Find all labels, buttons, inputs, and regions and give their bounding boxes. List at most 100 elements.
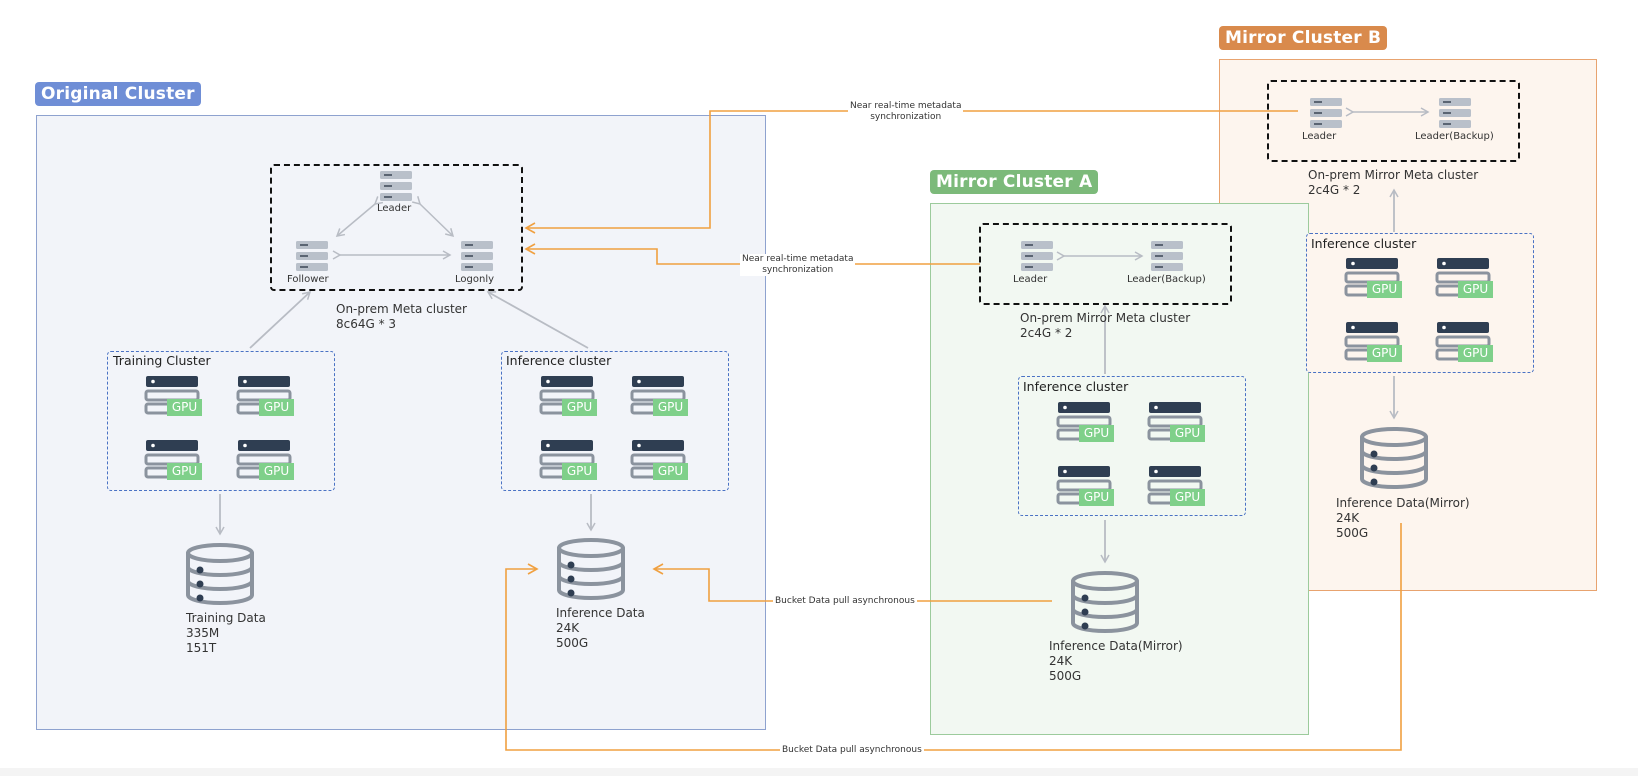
follower-server-icon — [294, 240, 330, 272]
mirror-b-data-label: Inference Data(Mirror) 24K 500G — [1336, 496, 1470, 541]
mirror-b-inference-cluster-box — [1306, 233, 1534, 373]
mirror-a-leader-server-icon — [1019, 240, 1055, 272]
gpu-tag: GPU — [1458, 345, 1493, 362]
training-data-database-icon — [184, 543, 256, 607]
mirror-b-meta-caption-text: On-prem Mirror Meta cluster — [1308, 168, 1479, 182]
original-meta-cluster-box — [270, 164, 523, 291]
mirror-b-data-count: 24K — [1336, 511, 1360, 525]
mirror-b-backup-server-icon — [1437, 97, 1473, 129]
training-gpu-server-2: GPU — [233, 375, 297, 419]
gpu-tag: GPU — [167, 463, 202, 480]
mirror-a-meta-cluster-box — [979, 223, 1232, 305]
mirror-cluster-b-title: Mirror Cluster B — [1219, 26, 1388, 50]
original-cluster-title: Original Cluster — [35, 82, 201, 106]
leader-server-icon — [378, 170, 414, 202]
mirror-b-leader-label: Leader — [1302, 131, 1337, 142]
inference-gpu-server-1: GPU — [536, 375, 600, 419]
arrow-leader-follower — [335, 196, 384, 237]
sync-label-mirror-b: Near real-time metadata synchronization — [848, 101, 964, 123]
inference-gpu-server-4: GPU — [627, 439, 691, 483]
mirror-b-meta-spec: 2c4G * 2 — [1308, 183, 1361, 197]
mirror-a-data-title: Inference Data(Mirror) — [1049, 639, 1183, 653]
mirror-a-gpu-server-1: GPU — [1053, 401, 1117, 445]
mirror-b-meta-cluster-box — [1267, 80, 1520, 162]
mirror-a-inference-cluster-box — [1018, 376, 1246, 516]
mirror-a-gpu-server-2: GPU — [1144, 401, 1208, 445]
training-cluster-title: Training Cluster — [113, 353, 211, 368]
inference-gpu-server-3: GPU — [536, 439, 600, 483]
gpu-tag: GPU — [1079, 425, 1114, 442]
original-meta-spec: 8c64G * 3 — [336, 317, 397, 331]
mirror-b-data-database-icon — [1358, 427, 1430, 491]
inference-data-label: Inference Data 24K 500G — [556, 606, 645, 651]
mirror-a-inference-cluster-title: Inference cluster — [1023, 379, 1129, 394]
pull-label-mirror-b: Bucket Data pull asynchronous — [780, 745, 924, 756]
original-follower-label: Follower — [287, 274, 329, 285]
mirror-a-meta-caption-text: On-prem Mirror Meta cluster — [1020, 311, 1191, 325]
gpu-tag: GPU — [167, 399, 202, 416]
sync-line-mirror-b — [524, 110, 1298, 234]
gpu-tag: GPU — [562, 463, 597, 480]
mirror-a-backup-label: Leader(Backup) — [1127, 274, 1206, 285]
mirror-b-data-title: Inference Data(Mirror) — [1336, 496, 1470, 510]
sync-label-mirror-b-line1: Near real-time metadata — [850, 101, 962, 111]
mirror-b-gpu-server-2: GPU — [1432, 257, 1496, 301]
sync-label-mirror-a-line1: Near real-time metadata — [742, 254, 854, 264]
gpu-tag: GPU — [562, 399, 597, 416]
mirror-a-data-database-icon — [1069, 571, 1141, 635]
logonly-server-icon — [459, 240, 495, 272]
original-inference-cluster-title: Inference cluster — [506, 353, 612, 368]
gpu-tag: GPU — [653, 463, 688, 480]
mirror-cluster-a-title: Mirror Cluster A — [930, 170, 1099, 194]
original-leader-label: Leader — [377, 203, 412, 214]
mirror-a-gpu-server-4: GPU — [1144, 465, 1208, 509]
arrow-inference-to-meta — [486, 291, 589, 349]
gpu-tag: GPU — [1458, 281, 1493, 298]
mirror-b-leader-server-icon — [1308, 97, 1344, 129]
sync-label-mirror-b-line2: synchronization — [870, 112, 942, 122]
mirror-b-gpu-server-3: GPU — [1341, 321, 1405, 365]
arrow-training-to-meta — [249, 290, 312, 349]
gpu-tag: GPU — [1079, 489, 1114, 506]
mirror-a-backup-server-icon — [1149, 240, 1185, 272]
training-data-count: 335M — [186, 626, 220, 640]
gpu-tag: GPU — [259, 399, 294, 416]
bottom-edge — [0, 768, 1638, 776]
inference-data-size: 500G — [556, 636, 589, 650]
original-cluster-panel — [36, 115, 766, 730]
training-data-label: Training Data 335M 151T — [186, 611, 266, 656]
sync-label-mirror-a-line2: synchronization — [762, 265, 834, 275]
mirror-b-inference-cluster-title: Inference cluster — [1311, 236, 1417, 251]
gpu-tag: GPU — [259, 463, 294, 480]
pull-label-mirror-a: Bucket Data pull asynchronous — [773, 596, 917, 607]
mirror-b-backup-label: Leader(Backup) — [1415, 131, 1494, 142]
gpu-tag: GPU — [1367, 281, 1402, 298]
gpu-tag: GPU — [1170, 425, 1205, 442]
inference-gpu-server-2: GPU — [627, 375, 691, 419]
gpu-tag: GPU — [1170, 489, 1205, 506]
mirror-a-meta-spec: 2c4G * 2 — [1020, 326, 1073, 340]
training-data-size: 151T — [186, 641, 217, 655]
mirror-a-data-label: Inference Data(Mirror) 24K 500G — [1049, 639, 1183, 684]
mirror-a-data-count: 24K — [1049, 654, 1073, 668]
mirror-b-gpu-server-1: GPU — [1341, 257, 1405, 301]
inference-data-title: Inference Data — [556, 606, 645, 620]
inference-data-count: 24K — [556, 621, 580, 635]
original-meta-caption: On-prem Meta cluster 8c64G * 3 — [336, 302, 467, 332]
gpu-tag: GPU — [1367, 345, 1402, 362]
original-meta-caption-text: On-prem Meta cluster — [336, 302, 467, 316]
training-data-title: Training Data — [186, 611, 266, 625]
mirror-a-leader-label: Leader — [1013, 274, 1048, 285]
sync-label-mirror-a: Near real-time metadata synchronization — [740, 254, 856, 276]
original-inference-cluster-box — [501, 351, 729, 491]
mirror-b-meta-caption: On-prem Mirror Meta cluster 2c4G * 2 — [1308, 168, 1478, 198]
mirror-a-gpu-server-3: GPU — [1053, 465, 1117, 509]
training-gpu-server-3: GPU — [141, 439, 205, 483]
gpu-tag: GPU — [653, 399, 688, 416]
arrow-leader-logonly — [412, 196, 455, 238]
mirror-a-meta-caption: On-prem Mirror Meta cluster 2c4G * 2 — [1020, 311, 1190, 341]
training-cluster-box — [107, 351, 335, 491]
mirror-b-gpu-server-4: GPU — [1432, 321, 1496, 365]
inference-data-database-icon — [555, 538, 627, 602]
mirror-a-data-size: 500G — [1049, 669, 1082, 683]
